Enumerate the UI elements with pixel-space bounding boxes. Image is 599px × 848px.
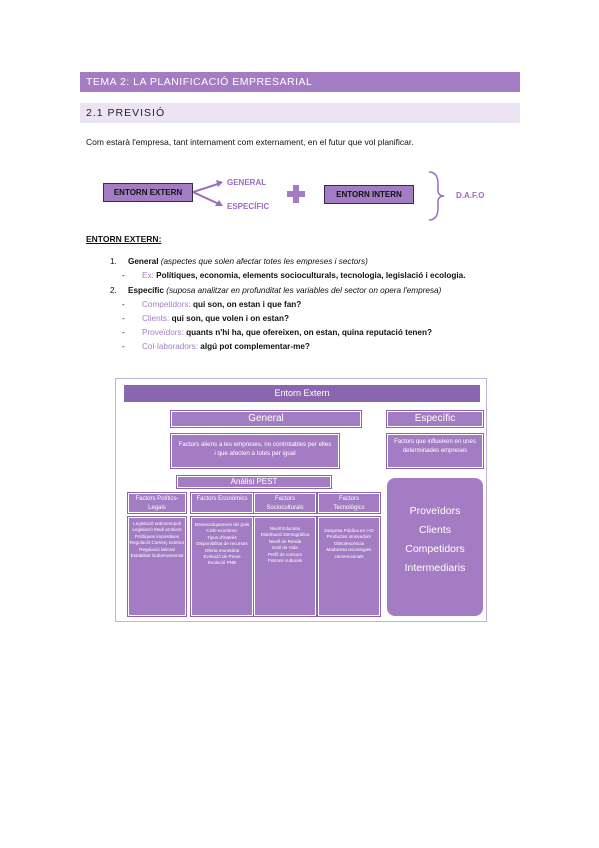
list-label: General: [128, 257, 159, 266]
sub-key: Proveïdors:: [142, 328, 184, 337]
figure-pest-label: Anàlisi PEST: [176, 475, 332, 489]
especific-items-box: Proveïdors Clients Competidors Intermedi…: [387, 478, 483, 616]
list-item: Competidors: [405, 543, 465, 555]
list-item: Tipus d'interès: [207, 534, 237, 540]
figure-general-desc: Factors aliens a les empreses, no contro…: [170, 433, 340, 469]
list-number: 2.: [110, 286, 117, 295]
entorn-extern-heading: ENTORN EXTERN:: [86, 234, 162, 244]
list-number: 1.: [110, 257, 117, 266]
list-item: Estil de Vida: [272, 545, 298, 551]
pest-col-title: Factors Econòmics: [190, 492, 254, 514]
list-item-general: 1. General (aspectes que solen afectar to…: [110, 257, 368, 266]
list-item: Legislació Medi ambient: [132, 527, 182, 533]
sub-item-proveidors: -Proveïdors: quants n'hi ha, que ofereix…: [122, 328, 432, 337]
list-item: Perfil de consum: [267, 551, 303, 557]
list-item: Estabilitat Gubernamental: [130, 553, 184, 559]
list-item-especific: 2. Específic (suposa analitzar en profund…: [110, 286, 441, 295]
entorn-extern-figure: Entorn Extern General Específic Factors …: [115, 378, 487, 622]
sub-item-clients: -Clients: qui son, que volen i on estan?: [122, 314, 289, 323]
list-item: Regulació laboral: [139, 546, 175, 552]
sub-text: algú pot complementar-me?: [200, 342, 310, 351]
list-label: Específic: [128, 286, 164, 295]
list-item: Cicle econòmic: [206, 528, 238, 534]
list-item: Polítiques impositives: [134, 533, 180, 539]
right-brace-icon: [428, 171, 445, 221]
pest-col-title: Factors Polítics-Legals: [127, 492, 187, 514]
list-item: Oferta monetària: [204, 547, 240, 553]
list-item: Intermediaris: [404, 562, 466, 574]
sub-key: Col·laboradors:: [142, 342, 198, 351]
entorn-intern-box: ENTORN INTERN: [324, 185, 414, 204]
especific-label: ESPECÍFIC: [227, 202, 270, 211]
sub-item-example: -Ex: Polítiques, economia, elements soci…: [122, 271, 466, 280]
list-item: Obsolescència: [333, 540, 365, 546]
pest-col-title: Factors Socioculturals: [253, 492, 317, 514]
sub-key: Clients:: [142, 314, 170, 323]
list-item: Nivell de Renda: [268, 538, 302, 544]
intro-text: Com estarà l'empresa, tant internament c…: [86, 137, 414, 147]
list-item: Evolució PNB: [207, 560, 237, 566]
sub-item-collaboradors: -Col·laboradors: algú pot complementar-m…: [122, 342, 310, 351]
pest-col-items: Desenvolupament del país Cicle econòmic …: [190, 516, 254, 617]
list-item: Evolució de Preus: [203, 554, 241, 560]
sub-text: qui son, on estan i que fan?: [192, 300, 302, 309]
pest-col-items: Despesa Pública en I+D Productes innovad…: [317, 516, 381, 617]
plus-icon: [287, 185, 305, 203]
figure-general-header: General: [170, 410, 362, 428]
general-label: GENERAL: [227, 178, 267, 187]
list-item: Regulació Comerç exterior: [129, 540, 185, 546]
list-item: Legislació antimonopoli: [133, 521, 181, 526]
list-item: Nivell Educatiu: [269, 526, 301, 531]
list-item: Proveïdors: [409, 505, 461, 517]
list-item: Disponibilitat de recursos: [196, 541, 248, 547]
figure-top-bar: Entorn Extern: [124, 385, 480, 402]
sub-text: quants n'hi ha, que ofereixen, on estan,…: [186, 328, 432, 337]
list-item: Distribució Demogràfica: [260, 532, 310, 538]
list-note: (suposa analitzar en profunditat les var…: [166, 286, 442, 295]
pest-col-items: Legislació antimonopoli Legislació Medi …: [127, 516, 187, 617]
sub-key: Competidors:: [142, 300, 191, 309]
section-subtitle: 2.1 PREVISIÓ: [80, 103, 520, 123]
list-item: Patrons culturals: [267, 558, 303, 564]
sub-text: Polítiques, economia, elements sociocult…: [156, 271, 466, 280]
list-item: Clients: [418, 524, 452, 536]
figure-especific-header: Específic: [386, 410, 484, 428]
list-note: (aspectes que solen afectar totes les em…: [160, 257, 368, 266]
figure-especific-desc: Factors que influeixen en unes determina…: [386, 433, 484, 469]
pest-col-items: Nivell Educatiu Distribució Demogràfica …: [253, 516, 317, 617]
pest-col-title: Factors Tecnològics: [317, 492, 381, 514]
sub-text: qui son, que volen i on estan?: [171, 314, 289, 323]
list-item: Productes innovadors: [326, 534, 372, 540]
dafo-label: D.A.F.O: [456, 191, 485, 200]
entorn-extern-box: ENTORN EXTERN: [103, 183, 193, 202]
list-item: Despesa Pública en I+D: [324, 528, 374, 533]
sub-key: Ex:: [142, 271, 154, 280]
sub-item-competidors: -Competidors: qui son, on estan i que fa…: [122, 300, 302, 309]
document-title: TEMA 2: LA PLANIFICACIÓ EMPRESARIAL: [80, 72, 520, 92]
list-item: Desenvolupament del país: [194, 522, 250, 527]
list-item: Maduresa tecnologies convencionals: [326, 547, 372, 559]
branch-arrows: [193, 180, 223, 206]
